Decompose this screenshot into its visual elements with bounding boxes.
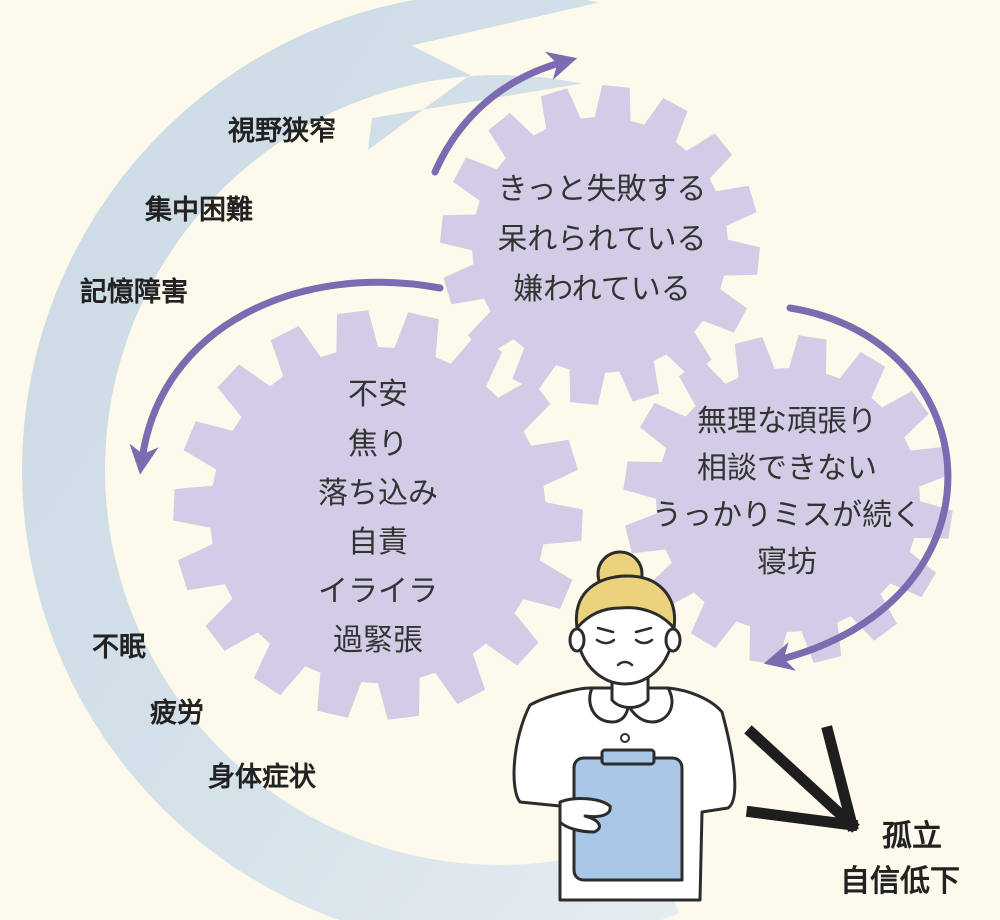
emotion-line: 落ち込み bbox=[318, 476, 438, 511]
cycle-label-physical: 身体症状 bbox=[208, 761, 317, 793]
emotion-line: イライラ bbox=[318, 574, 438, 609]
emotion-line: 焦り bbox=[348, 427, 408, 462]
thought-line: 呆れられている bbox=[497, 222, 706, 257]
cycle-label-visual-narrowing: 視野狭窄 bbox=[228, 115, 336, 147]
emotion-line: 不安 bbox=[348, 377, 408, 412]
cycle-band bbox=[22, 0, 680, 920]
gear-behaviors bbox=[623, 335, 953, 665]
cycle-label-memory: 記憶障害 bbox=[80, 276, 188, 308]
thought-line: 嫌われている bbox=[513, 272, 691, 307]
gear-emotions bbox=[173, 310, 583, 720]
gear-thoughts bbox=[440, 85, 760, 405]
gear-thoughts-text: きっと失敗する 呆れられている 嫌われている bbox=[497, 172, 706, 307]
outcome-arrow-icon bbox=[744, 725, 860, 833]
cycle-label-fatigue: 疲労 bbox=[150, 697, 204, 729]
gear-behaviors-text: 無理な頑張り 相談できない うっかりミスが続く 寝坊 bbox=[652, 404, 922, 580]
emotion-line: 過緊張 bbox=[333, 623, 423, 658]
outcome-confidence-loss: 自信低下 bbox=[840, 864, 960, 899]
cycle-label-concentration: 集中困難 bbox=[144, 194, 253, 226]
behavior-line: 寝坊 bbox=[757, 545, 817, 580]
clipboard-icon bbox=[572, 748, 684, 882]
behavior-line: うっかりミスが続く bbox=[652, 498, 922, 533]
outcome-isolation: 孤立 bbox=[882, 819, 942, 854]
cycle-label-insomnia: 不眠 bbox=[92, 632, 146, 663]
arrow-thoughts-up bbox=[431, 51, 578, 176]
thought-line: きっと失敗する bbox=[498, 172, 707, 207]
behavior-line: 相談できない bbox=[697, 451, 877, 486]
behavior-line: 無理な頑張り bbox=[697, 404, 877, 439]
nurse-figure-icon bbox=[512, 550, 737, 902]
arrow-behaviors-down bbox=[763, 304, 952, 671]
gear-emotions-text: 不安 焦り 落ち込み 自責 イライラ 過緊張 bbox=[318, 377, 438, 658]
arrow-emotions-left bbox=[129, 278, 444, 475]
emotion-line: 自責 bbox=[348, 525, 408, 560]
